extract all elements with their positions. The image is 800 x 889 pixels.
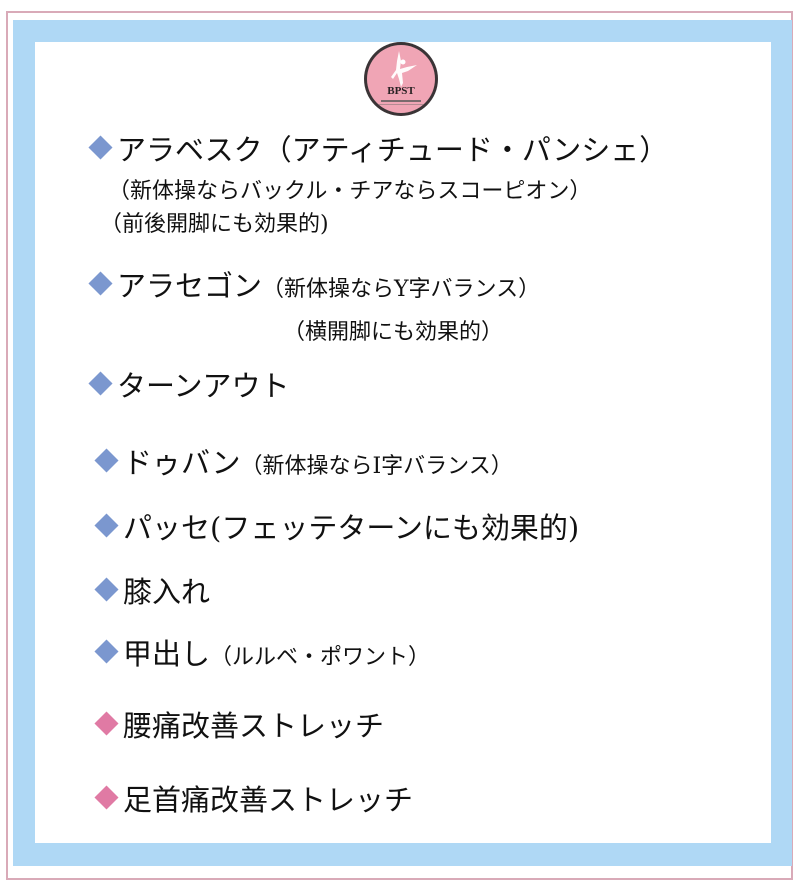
blue-diamond-bullet-icon [88,135,113,160]
list-item-passe: パッセ(フェッテターンにも効果的) [94,511,580,545]
list-item-devant: ドゥバン（新体操ならI字バランス） [94,446,513,480]
list-item-instep: 甲出し（ルルベ・ポワント） [94,637,431,671]
blue-diamond-bullet-icon [88,271,113,296]
item-title: パッセ(フェッテターンにも効果的) [123,511,580,545]
item-subline: （新体操ならバックル・チアならスコーピオン） [108,179,592,204]
item-title: 膝入れ [123,575,211,609]
item-note: （ルルベ・ポワント） [210,645,431,670]
item-subline: （横開脚にも効果的） [283,320,504,345]
list-item-back-pain-stretch: 腰痛改善ストレッチ [94,709,385,743]
list-item-arabesque: アラベスク（アティチュード・パンシェ） [88,133,669,167]
logo-subtitle-line [381,100,421,102]
item-title: 足首痛改善ストレッチ [123,783,414,817]
item-note: （新体操ならY字バランス） [262,277,541,302]
blue-diamond-bullet-icon [94,513,119,538]
bpst-logo: BPST [364,42,438,116]
logo-subtitle-line [377,104,425,105]
blue-diamond-bullet-icon [94,577,119,602]
list-item-a-la-seconde: アラセゴン（新体操ならY字バランス） [88,269,541,303]
item-title: ドゥバン [123,446,241,480]
blue-diamond-bullet-icon [94,639,119,664]
list-item-knee: 膝入れ [94,575,211,609]
pink-diamond-bullet-icon [94,711,119,736]
ballerina-silhouette-icon [391,51,417,87]
item-title: アラセゴン [117,269,263,303]
blue-diamond-bullet-icon [88,371,113,396]
blue-diamond-bullet-icon [94,448,119,473]
logo-text: BPST [387,85,415,97]
item-title: ターンアウト [117,369,290,403]
content-panel [35,42,771,843]
pink-diamond-bullet-icon [94,785,119,810]
list-item-turnout: ターンアウト [88,369,290,403]
list-item-ankle-pain-stretch: 足首痛改善ストレッチ [94,783,414,817]
outer-pink-frame [6,11,793,880]
item-subline: （前後開脚にも効果的) [100,212,329,237]
item-title: 甲出し [123,637,211,671]
item-title: 腰痛改善ストレッチ [123,709,385,743]
item-note: （新体操ならI字バランス） [240,454,513,479]
item-title: アラベスク（アティチュード・パンシェ） [117,133,669,167]
